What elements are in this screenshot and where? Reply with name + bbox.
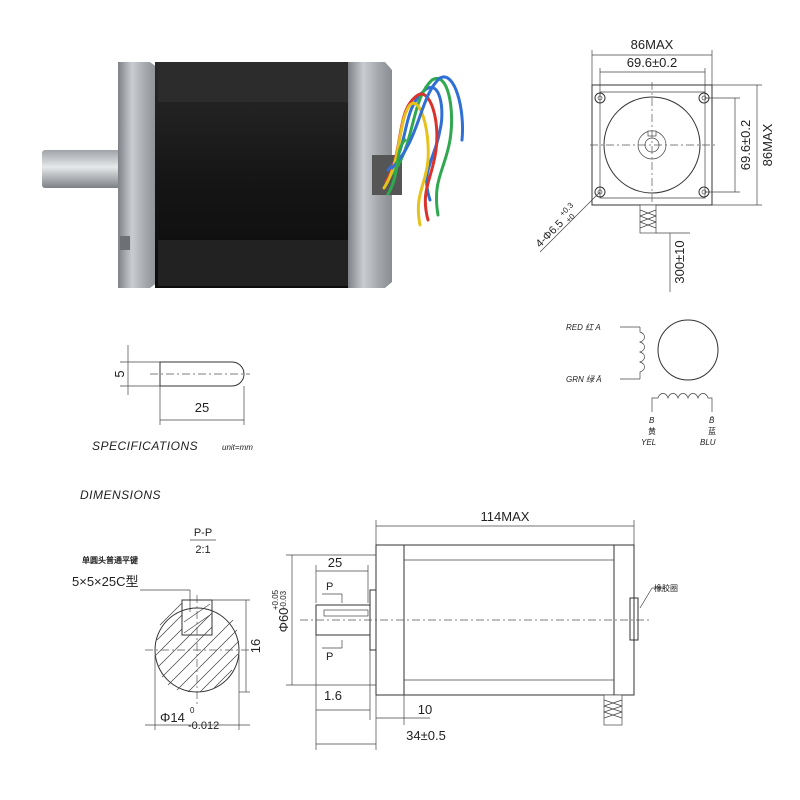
front-end-cap [118,62,158,288]
flange-1.6-label: 1.6 [324,688,342,703]
key-outline [159,361,245,387]
pilot-tol-lower: -0.03 [279,590,288,609]
wire-red-label: RED 红 A [566,323,601,332]
cap-label-plate [120,236,130,250]
section-height-label: 16 [248,639,263,653]
shaft-tol-lower: -0.012 [188,720,219,732]
specifications-heading: SPECIFICATIONS [92,439,198,453]
bolt-spacing-label: 69.6±0.2 [627,55,678,70]
pilot-tol-upper: +0.05 [271,589,280,610]
shaft-dia-label: Φ14 [160,710,185,725]
wire-green-label: GRN 绿 Ā [566,375,602,384]
coil-b [651,393,713,412]
section-scale: 2:1 [195,544,210,556]
key-view: 5 25 [112,345,250,425]
shaft-ext-label: 34±0.5 [406,728,446,743]
pilot-circle [603,96,701,194]
key-width-label: 5 [112,370,127,377]
rubber-ring [629,597,639,641]
b-right-en: BLU [700,438,716,447]
b-right-cn: 蓝 [708,426,716,436]
rubber-label: 橡胶圈 [654,583,678,593]
key-spec: 5×5×25C型 [72,574,139,589]
svg-text:4-Φ6.5: 4-Φ6.5 [534,218,566,250]
key-len-label: 25 [328,555,342,570]
section-title: P-P [194,527,212,539]
motor-photo [42,62,465,288]
b-left-label: B [649,416,655,425]
vertical-bolt-spacing: 69.6±0.2 [738,120,753,171]
rotor-circle [657,319,719,381]
dimensions-heading: DIMENSIONS [80,488,161,502]
coil-a [638,327,645,379]
section-pp: P-P 2:1 单圆头普通平键 5×5×25C型 16 [72,527,263,732]
pilot-dia-label: Φ60 [276,608,291,633]
height-max-label: 86MAX [760,123,775,166]
width-max-label: 86MAX [631,37,674,52]
unit-label: unit=mm [222,443,253,452]
p-top-label: P [326,581,333,593]
front-view: 86MAX 69.6±0.2 69.6±0.2 86MAX 4-Φ6.5 +0.… [534,37,775,292]
motor-wires [382,75,465,227]
shaft-tol-upper: 0 [190,706,195,715]
lead-length-label: 300±10 [672,240,687,283]
body-fins [158,62,348,286]
side-view: 114MAX 橡胶圈 25 P P Φ60 +0.05 -0.03 [271,509,678,750]
p-bottom-label: P [326,651,333,663]
b-right-label: B̄ [709,416,715,425]
section-hatch [155,602,240,693]
rear-end-cap [348,62,392,288]
wiring-diagram: RED 红 A GRN 绿 Ā B 黄 YEL B̄ 蓝 BLU [566,319,719,447]
cable-stub [639,204,657,234]
length-max-label: 114MAX [481,509,530,524]
key-note: 单圆头普通平键 [82,555,138,565]
flange-thk-label: 10 [418,702,432,717]
side-cable [603,694,623,726]
hole-callout: 4-Φ6.5 +0.3 +0 [534,200,578,250]
b-left-en: YEL [641,438,656,447]
key-length-label: 25 [195,400,209,415]
rear-cap [613,544,635,696]
b-left-cn: 黄 [648,426,656,436]
motor-shaft [42,150,122,188]
